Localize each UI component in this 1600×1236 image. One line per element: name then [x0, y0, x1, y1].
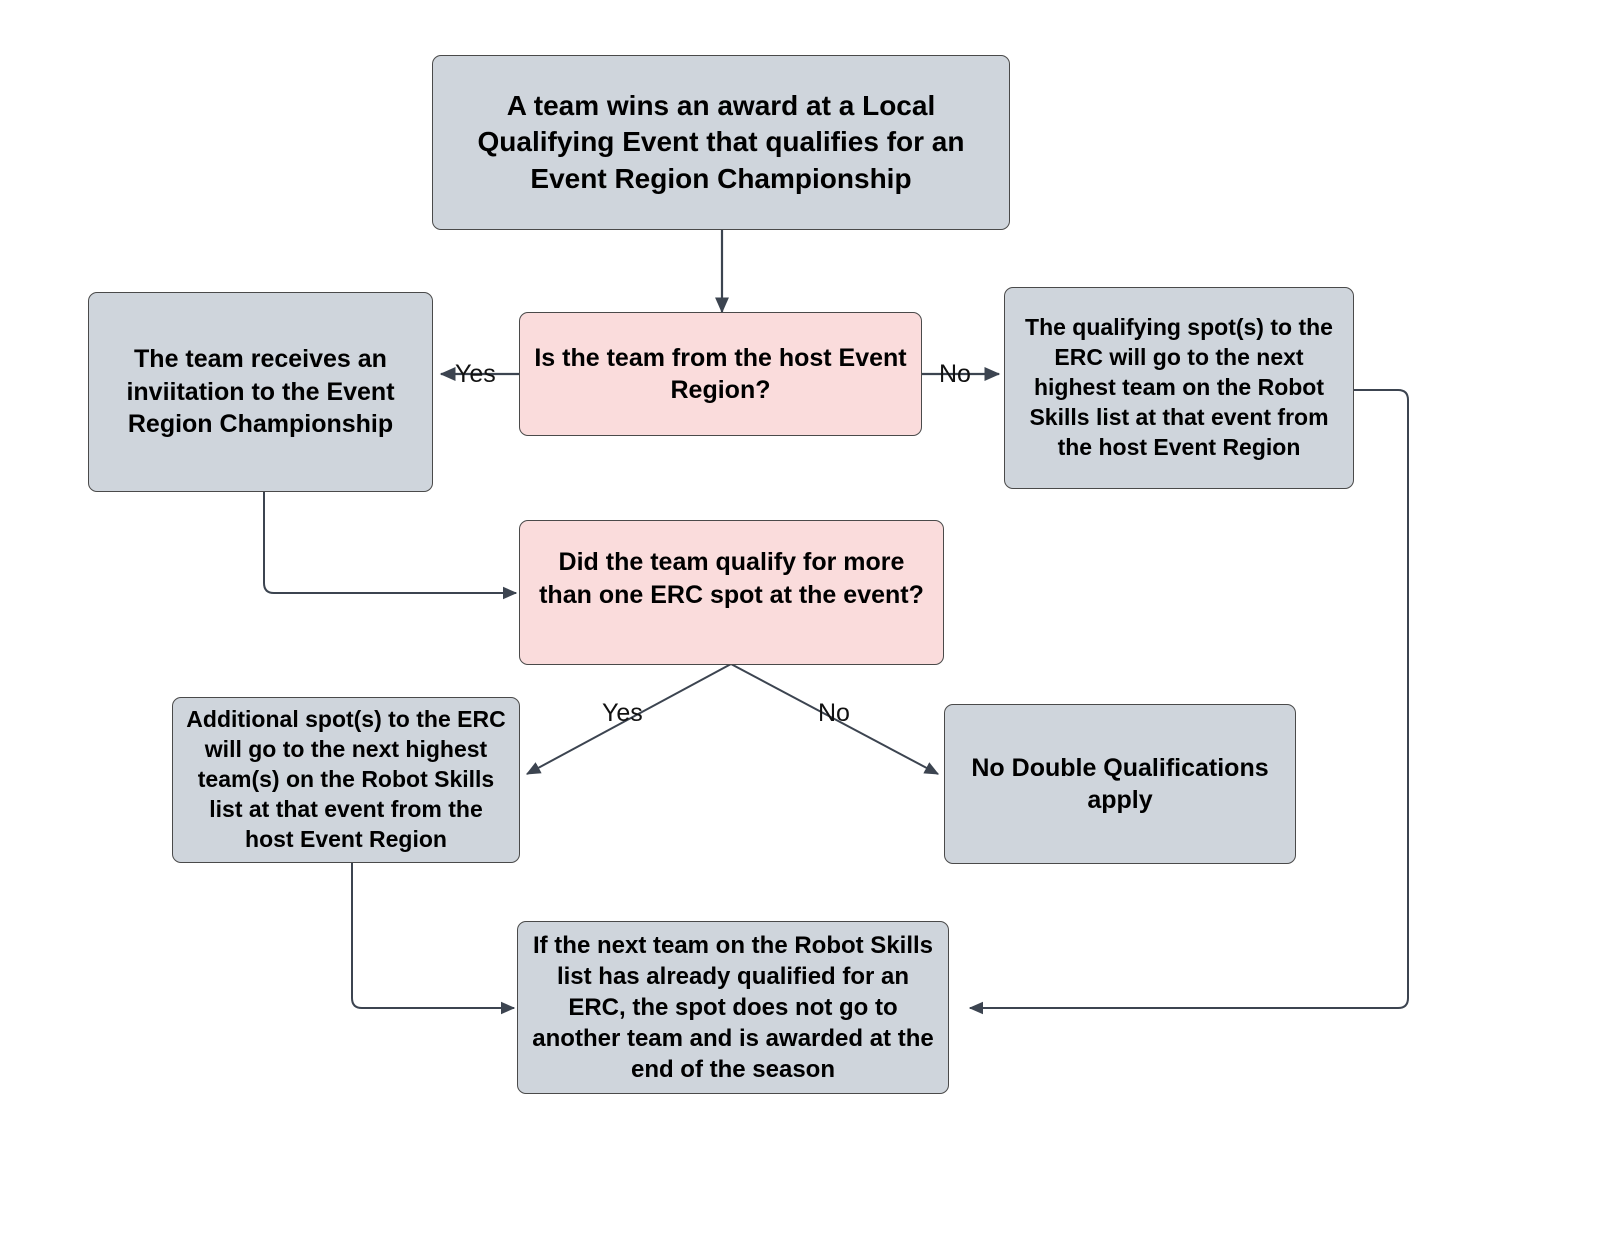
node-already-qualified[interactable]: If the next team on the Robot Skills lis… — [517, 921, 949, 1094]
node-additional-spots-label: Additional spot(s) to the ERC will go to… — [186, 706, 506, 852]
node-start[interactable]: A team wins an award at a Local Qualifyi… — [432, 55, 1010, 230]
node-no-double-qualifications-label: No Double Qualifications apply — [971, 753, 1269, 815]
connector-additional-to-already-qualified — [351, 862, 516, 1015]
edge-label-decision1-no: No — [939, 360, 971, 388]
node-decision-more-than-one-spot-label: Did the team qualify for more than one E… — [539, 548, 924, 609]
edge-label-decision1-yes: Yes — [455, 360, 496, 388]
node-spots-to-next-highest-label: The qualifying spot(s) to the ERC will g… — [1025, 314, 1333, 460]
connector-invitation-to-decision2 — [263, 492, 518, 600]
node-decision-host-region-label: Is the team from the host Event Region? — [534, 343, 907, 405]
node-decision-host-region[interactable]: Is the team from the host Event Region? — [519, 312, 922, 436]
node-additional-spots[interactable]: Additional spot(s) to the ERC will go to… — [172, 697, 520, 863]
edge-label-decision2-no: No — [818, 699, 850, 727]
node-already-qualified-label: If the next team on the Robot Skills lis… — [532, 931, 934, 1084]
node-invitation-label: The team receives an inviitation to the … — [126, 345, 395, 439]
node-spots-to-next-highest[interactable]: The qualifying spot(s) to the ERC will g… — [1004, 287, 1354, 489]
node-start-label: A team wins an award at a Local Qualifyi… — [477, 89, 965, 194]
node-no-double-qualifications[interactable]: No Double Qualifications apply — [944, 704, 1296, 864]
edge-label-decision2-yes: Yes — [602, 699, 643, 727]
node-invitation[interactable]: The team receives an inviitation to the … — [88, 292, 433, 492]
node-decision-more-than-one-spot[interactable]: Did the team qualify for more than one E… — [519, 520, 944, 665]
